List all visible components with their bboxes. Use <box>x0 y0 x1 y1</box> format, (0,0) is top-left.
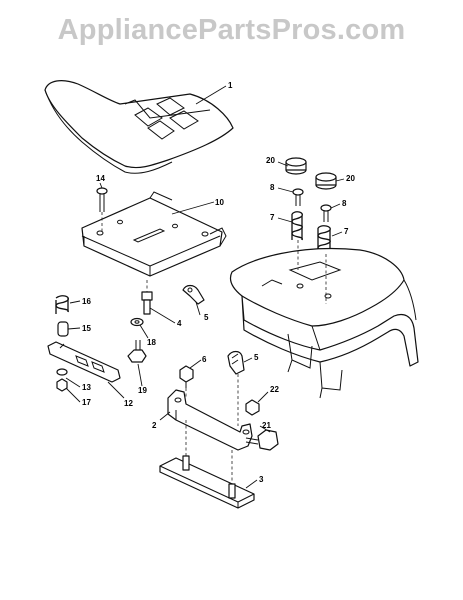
clip-5-upper[interactable] <box>182 284 205 305</box>
callout-12: 12 <box>124 399 133 408</box>
washer-13[interactable] <box>56 368 68 376</box>
stud-19[interactable] <box>127 340 147 363</box>
seat[interactable] <box>44 80 234 174</box>
callout-13: 13 <box>82 383 91 392</box>
callout-20-right: 20 <box>346 174 355 183</box>
leader-lines <box>65 85 345 489</box>
callout-19: 19 <box>138 386 147 395</box>
nut-17[interactable] <box>56 378 68 392</box>
clip-5-lower[interactable] <box>227 350 245 375</box>
bolt-8-right[interactable] <box>320 204 332 222</box>
washer-18[interactable] <box>130 317 144 327</box>
callout-7-left: 7 <box>270 213 275 222</box>
callout-labels: 1 10 14 16 15 12 13 17 4 5 18 19 20 20 8… <box>82 81 355 484</box>
bolt-4[interactable] <box>141 280 153 315</box>
bolt-8-left[interactable] <box>292 188 304 206</box>
plate-3[interactable] <box>159 420 255 509</box>
callout-2: 2 <box>152 421 157 430</box>
callout-17: 17 <box>82 398 91 407</box>
bushing-20-left[interactable] <box>285 157 307 175</box>
callout-6: 6 <box>202 355 207 364</box>
spring-7-left[interactable] <box>291 211 303 241</box>
callout-3: 3 <box>259 475 264 484</box>
spring-16[interactable] <box>55 295 69 314</box>
watermark-text: AppliancePartsPros.com <box>57 14 406 46</box>
callout-20-left: 20 <box>266 156 275 165</box>
callout-7-right: 7 <box>344 227 349 236</box>
callout-14: 14 <box>96 174 105 183</box>
callout-22: 22 <box>270 385 279 394</box>
callout-15: 15 <box>82 324 91 333</box>
callout-8-left: 8 <box>270 183 275 192</box>
callout-4: 4 <box>177 319 182 328</box>
callout-21: 21 <box>262 421 271 430</box>
seat-adjust-bracket-12[interactable] <box>47 341 121 383</box>
callout-18: 18 <box>147 338 156 347</box>
callout-1: 1 <box>228 81 233 90</box>
fender-housing <box>229 240 419 399</box>
spacer-15[interactable] <box>57 321 69 337</box>
callout-5-lower: 5 <box>254 353 259 362</box>
callout-5-upper: 5 <box>204 313 209 322</box>
seat-pan-bracket[interactable] <box>81 191 227 277</box>
bushing-20-right[interactable] <box>315 172 337 190</box>
nut-22[interactable] <box>245 399 260 416</box>
callout-10: 10 <box>215 198 224 207</box>
callout-16: 16 <box>82 297 91 306</box>
nut-6[interactable] <box>179 365 194 388</box>
callout-8-right: 8 <box>342 199 347 208</box>
bracket-2[interactable] <box>167 374 253 451</box>
